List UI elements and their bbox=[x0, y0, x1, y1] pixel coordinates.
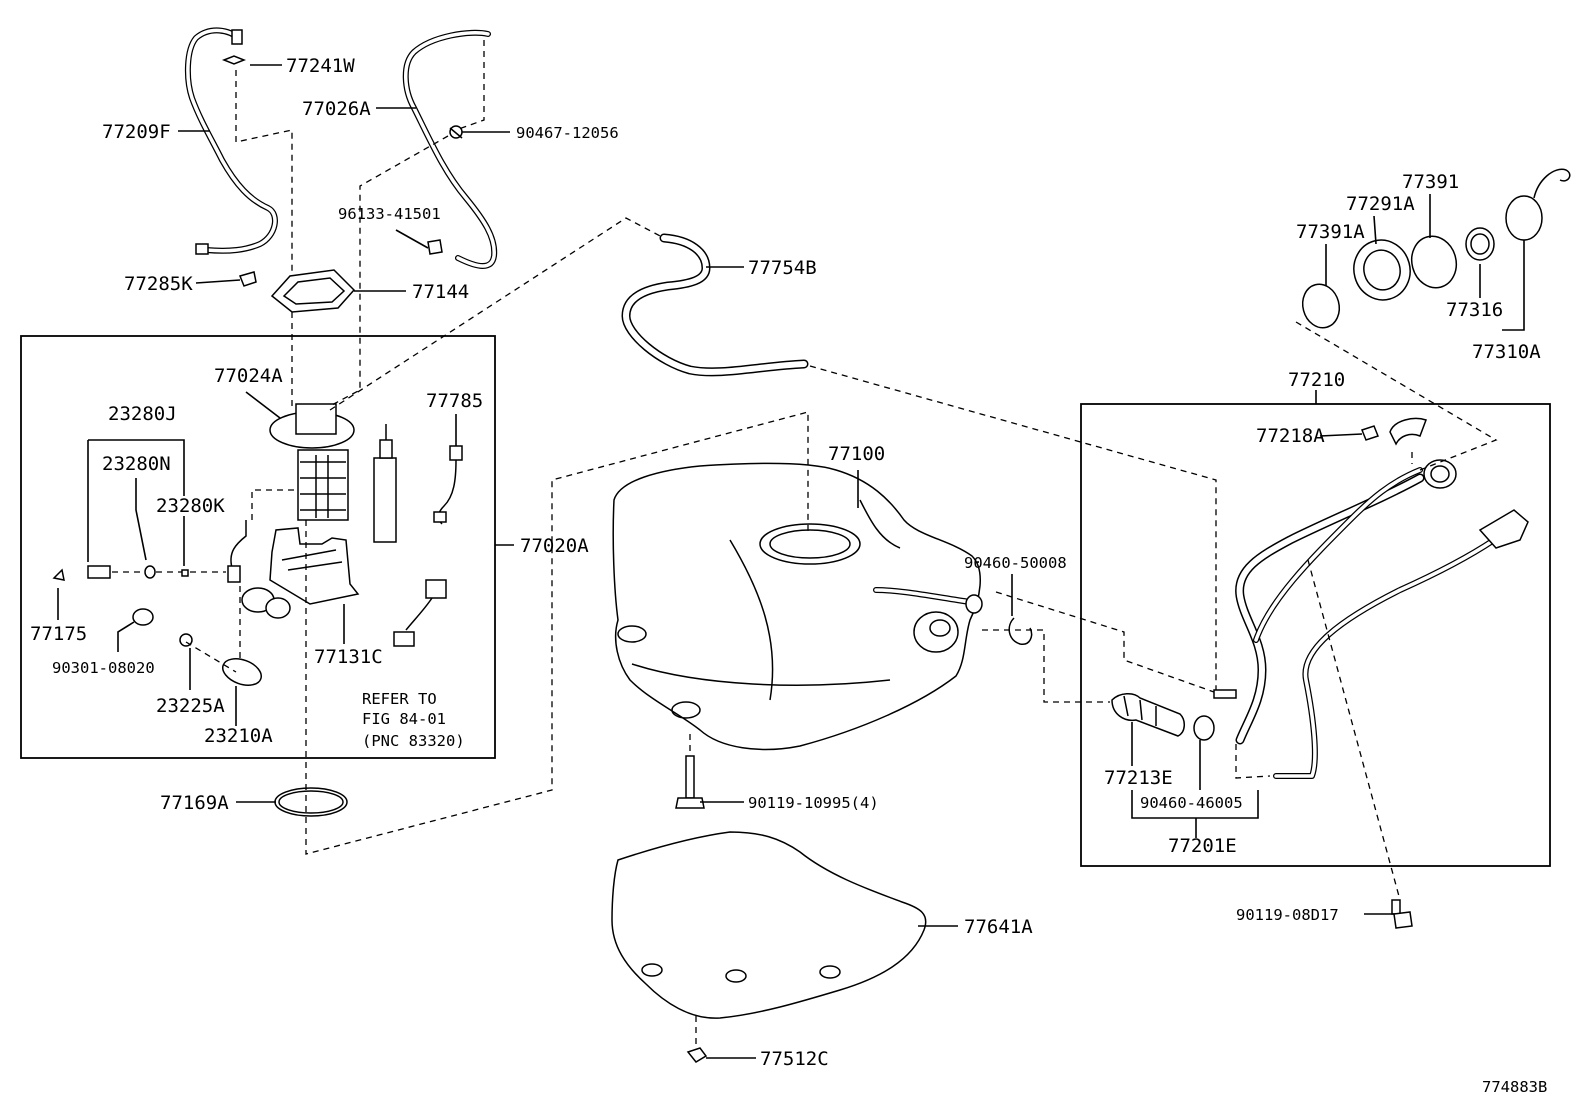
label-23280K: 23280K bbox=[156, 495, 225, 517]
leader-lines bbox=[57, 64, 1525, 1059]
label-77391A: 77391A bbox=[1296, 221, 1365, 243]
seal-77291A[interactable] bbox=[1347, 234, 1417, 306]
clamp-90467[interactable] bbox=[449, 125, 463, 139]
gasket-77391[interactable] bbox=[1406, 231, 1462, 293]
grommet-77285K[interactable] bbox=[238, 271, 257, 287]
figure-code: 774883B bbox=[1482, 1078, 1547, 1096]
label-77100: 77100 bbox=[828, 443, 885, 465]
clamp-90460-50008[interactable] bbox=[1008, 617, 1033, 645]
lock-ring-77144[interactable] bbox=[270, 269, 356, 313]
gasket-77391A[interactable] bbox=[1298, 280, 1344, 332]
label-90119-08D17: 90119-08D17 bbox=[1236, 906, 1339, 924]
refer-note-line2: FIG 84-01 bbox=[362, 710, 446, 728]
connector-icon bbox=[195, 243, 209, 255]
label-77754B: 77754B bbox=[748, 257, 817, 279]
pipe-77209F[interactable] bbox=[184, 27, 278, 255]
bolt-90119-10995[interactable] bbox=[675, 755, 705, 809]
clamp-77218A[interactable] bbox=[1361, 417, 1427, 446]
refer-note-line1: REFER TO bbox=[362, 690, 437, 708]
label-77391: 77391 bbox=[1402, 171, 1459, 193]
label-77218A: 77218A bbox=[1256, 425, 1325, 447]
label-77024A: 77024A bbox=[214, 365, 283, 387]
label-77291A: 77291A bbox=[1346, 193, 1415, 215]
label-77026A: 77026A bbox=[302, 98, 371, 120]
label-77785: 77785 bbox=[426, 390, 483, 412]
clip-77175 bbox=[52, 568, 65, 581]
label-90119-10995: 90119-10995(4) bbox=[748, 794, 879, 812]
sender-gauge-77785[interactable] bbox=[373, 424, 463, 543]
label-77241W: 77241W bbox=[286, 55, 355, 77]
connector-icon bbox=[231, 29, 243, 45]
label-23225A: 23225A bbox=[156, 695, 225, 717]
label-77210: 77210 bbox=[1288, 369, 1345, 391]
label-77316: 77316 bbox=[1446, 299, 1503, 321]
ring-77316[interactable] bbox=[1465, 227, 1495, 261]
filter-parts[interactable] bbox=[52, 520, 291, 690]
label-23280J: 23280J bbox=[108, 403, 177, 425]
filler-pipe-77201E[interactable] bbox=[1213, 459, 1529, 779]
label-77512C: 77512C bbox=[760, 1048, 829, 1070]
fuel-tank-77100[interactable] bbox=[612, 462, 983, 751]
label-77144: 77144 bbox=[412, 281, 469, 303]
fuel-suction-plate-77131C[interactable] bbox=[269, 527, 360, 605]
label-77310A: 77310A bbox=[1472, 341, 1541, 363]
label-90467-12056: 90467-12056 bbox=[516, 124, 619, 142]
hose-77213E[interactable] bbox=[1111, 693, 1185, 737]
gasket-77169A[interactable] bbox=[274, 787, 348, 817]
part-number-labels: 77241W 77209F 77026A 90467-12056 96133-4… bbox=[30, 55, 1547, 1096]
label-90301-08020: 90301-08020 bbox=[52, 659, 155, 677]
label-23280N: 23280N bbox=[102, 453, 171, 475]
clamp-96133[interactable] bbox=[427, 239, 443, 255]
label-77131C: 77131C bbox=[314, 646, 383, 668]
label-77175: 77175 bbox=[30, 623, 87, 645]
fuel-cap-77310A[interactable] bbox=[1505, 168, 1571, 241]
label-77020A: 77020A bbox=[520, 535, 589, 557]
label-77201E: 77201E bbox=[1168, 835, 1237, 857]
label-77169A: 77169A bbox=[160, 792, 229, 814]
label-77213E: 77213E bbox=[1104, 767, 1173, 789]
clamp-90460-46005[interactable] bbox=[1193, 715, 1215, 741]
fuel-pump-assy-77024A[interactable] bbox=[269, 403, 355, 521]
label-23210A: 23210A bbox=[204, 725, 273, 747]
reference-dashed-lines bbox=[112, 40, 1498, 1048]
bolt-90119-08D17[interactable] bbox=[1391, 899, 1413, 929]
pipe-77026A[interactable] bbox=[402, 29, 498, 269]
label-90460-50008: 90460-50008 bbox=[964, 554, 1067, 572]
protector-77641A[interactable] bbox=[611, 831, 927, 1019]
label-77285K: 77285K bbox=[124, 273, 193, 295]
fuel-pump-group-box bbox=[20, 335, 496, 759]
clip-77241W[interactable] bbox=[221, 55, 247, 65]
hose-77754B[interactable] bbox=[621, 233, 809, 377]
label-96133-41501: 96133-41501 bbox=[338, 205, 441, 223]
label-77641A: 77641A bbox=[964, 916, 1033, 938]
clip-77512C[interactable] bbox=[686, 1047, 708, 1063]
label-77209F: 77209F bbox=[102, 121, 171, 143]
refer-note-line3: (PNC 83320) bbox=[362, 732, 465, 750]
harness-connector-icon[interactable] bbox=[393, 579, 447, 647]
label-90460-46005: 90460-46005 bbox=[1140, 794, 1243, 812]
